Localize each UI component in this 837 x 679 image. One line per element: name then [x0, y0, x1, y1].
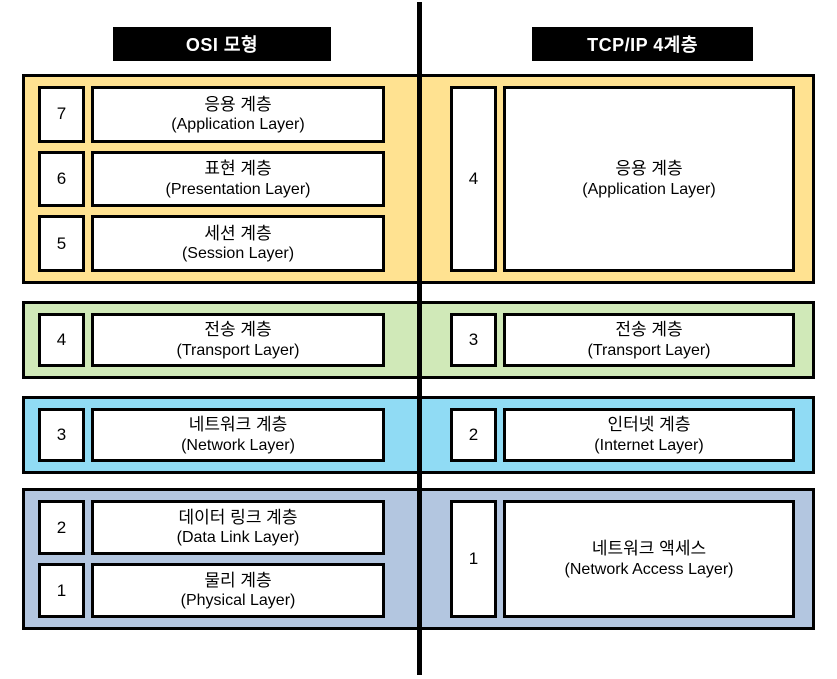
- osi-application-group: 7 응용 계층 (Application Layer) 6 표현 계층 (Pre…: [22, 74, 420, 284]
- layer-number: 4: [38, 313, 85, 367]
- layer-number: 2: [450, 408, 497, 462]
- layer-name-korean: 전송 계층: [615, 320, 683, 340]
- layer-number: 5: [38, 215, 85, 273]
- layer-number: 1: [450, 500, 497, 618]
- layer-label: 응용 계층 (Application Layer): [91, 86, 385, 143]
- osi-network-group: 3 네트워크 계층 (Network Layer): [22, 396, 420, 474]
- tcpip-network-access-group: 1 네트워크 액세스 (Network Access Layer): [419, 488, 815, 630]
- tcpip-transport-group: 3 전송 계층 (Transport Layer): [419, 301, 815, 379]
- layer-row: 4 응용 계층 (Application Layer): [450, 86, 795, 272]
- layer-row: 2 인터넷 계층 (Internet Layer): [450, 408, 795, 462]
- layer-name-korean: 전송 계층: [204, 320, 272, 340]
- layer-number: 7: [38, 86, 85, 143]
- tcpip-internet-group: 2 인터넷 계층 (Internet Layer): [419, 396, 815, 474]
- layer-label: 세션 계층 (Session Layer): [91, 215, 385, 273]
- layer-number: 2: [38, 500, 85, 555]
- layer-row: 2 데이터 링크 계층 (Data Link Layer): [38, 500, 385, 555]
- tcpip-model-header: TCP/IP 4계층: [532, 27, 753, 61]
- layer-label: 네트워크 액세스 (Network Access Layer): [503, 500, 795, 618]
- osi-model-header: OSI 모형: [113, 27, 331, 61]
- layer-row: 4 전송 계층 (Transport Layer): [38, 313, 385, 367]
- layer-name-english: (Network Access Layer): [564, 560, 734, 578]
- layer-row: 1 네트워크 액세스 (Network Access Layer): [450, 500, 795, 618]
- layer-name-english: (Transport Layer): [587, 341, 711, 359]
- layer-name-korean: 표현 계층: [204, 159, 272, 179]
- layer-label: 전송 계층 (Transport Layer): [503, 313, 795, 367]
- layer-label: 네트워크 계층 (Network Layer): [91, 408, 385, 462]
- layer-name-english: (Application Layer): [171, 115, 305, 133]
- layer-name-english: (Internet Layer): [594, 436, 704, 454]
- layer-label: 인터넷 계층 (Internet Layer): [503, 408, 795, 462]
- layer-name-english: (Application Layer): [582, 180, 716, 198]
- layer-name-korean: 응용 계층: [615, 159, 683, 179]
- tcpip-application-group: 4 응용 계층 (Application Layer): [419, 74, 815, 284]
- layer-row: 3 네트워크 계층 (Network Layer): [38, 408, 385, 462]
- layer-name-english: (Transport Layer): [176, 341, 300, 359]
- layer-name-english: (Data Link Layer): [176, 529, 300, 547]
- layer-name-korean: 물리 계층: [204, 570, 272, 590]
- layer-name-korean: 인터넷 계층: [607, 415, 691, 435]
- layer-name-korean: 세션 계층: [204, 224, 272, 244]
- layer-number: 3: [38, 408, 85, 462]
- layer-name-english: (Session Layer): [181, 245, 295, 263]
- layer-label: 데이터 링크 계층 (Data Link Layer): [91, 500, 385, 555]
- layer-label: 전송 계층 (Transport Layer): [91, 313, 385, 367]
- osi-transport-group: 4 전송 계층 (Transport Layer): [22, 301, 420, 379]
- layer-name-korean: 응용 계층: [204, 94, 272, 114]
- layer-name-english: (Physical Layer): [180, 592, 296, 610]
- layer-number: 1: [38, 563, 85, 618]
- layer-number: 3: [450, 313, 497, 367]
- layer-label: 표현 계층 (Presentation Layer): [91, 150, 385, 208]
- layer-row: 3 전송 계층 (Transport Layer): [450, 313, 795, 367]
- layer-label: 응용 계층 (Application Layer): [503, 86, 795, 272]
- layer-name-english: (Network Layer): [181, 436, 295, 454]
- layer-row: 5 세션 계층 (Session Layer): [38, 215, 385, 273]
- layer-name-korean: 네트워크 계층: [188, 415, 288, 435]
- layer-label: 물리 계층 (Physical Layer): [91, 563, 385, 618]
- layer-row: 7 응용 계층 (Application Layer): [38, 86, 385, 143]
- osi-datalink-physical-group: 2 데이터 링크 계층 (Data Link Layer) 1 물리 계층 (P…: [22, 488, 420, 630]
- layer-row: 1 물리 계층 (Physical Layer): [38, 563, 385, 618]
- layer-number: 4: [450, 86, 497, 272]
- layer-name-korean: 데이터 링크 계층: [178, 507, 298, 527]
- layer-number: 6: [38, 150, 85, 208]
- tcpip-model-title: TCP/IP 4계층: [587, 35, 698, 55]
- osi-model-title: OSI 모형: [185, 35, 259, 55]
- center-divider-line: [417, 2, 422, 675]
- layer-name-english: (Presentation Layer): [165, 180, 311, 198]
- layer-row: 6 표현 계층 (Presentation Layer): [38, 150, 385, 208]
- layer-name-korean: 네트워크 액세스: [591, 539, 707, 559]
